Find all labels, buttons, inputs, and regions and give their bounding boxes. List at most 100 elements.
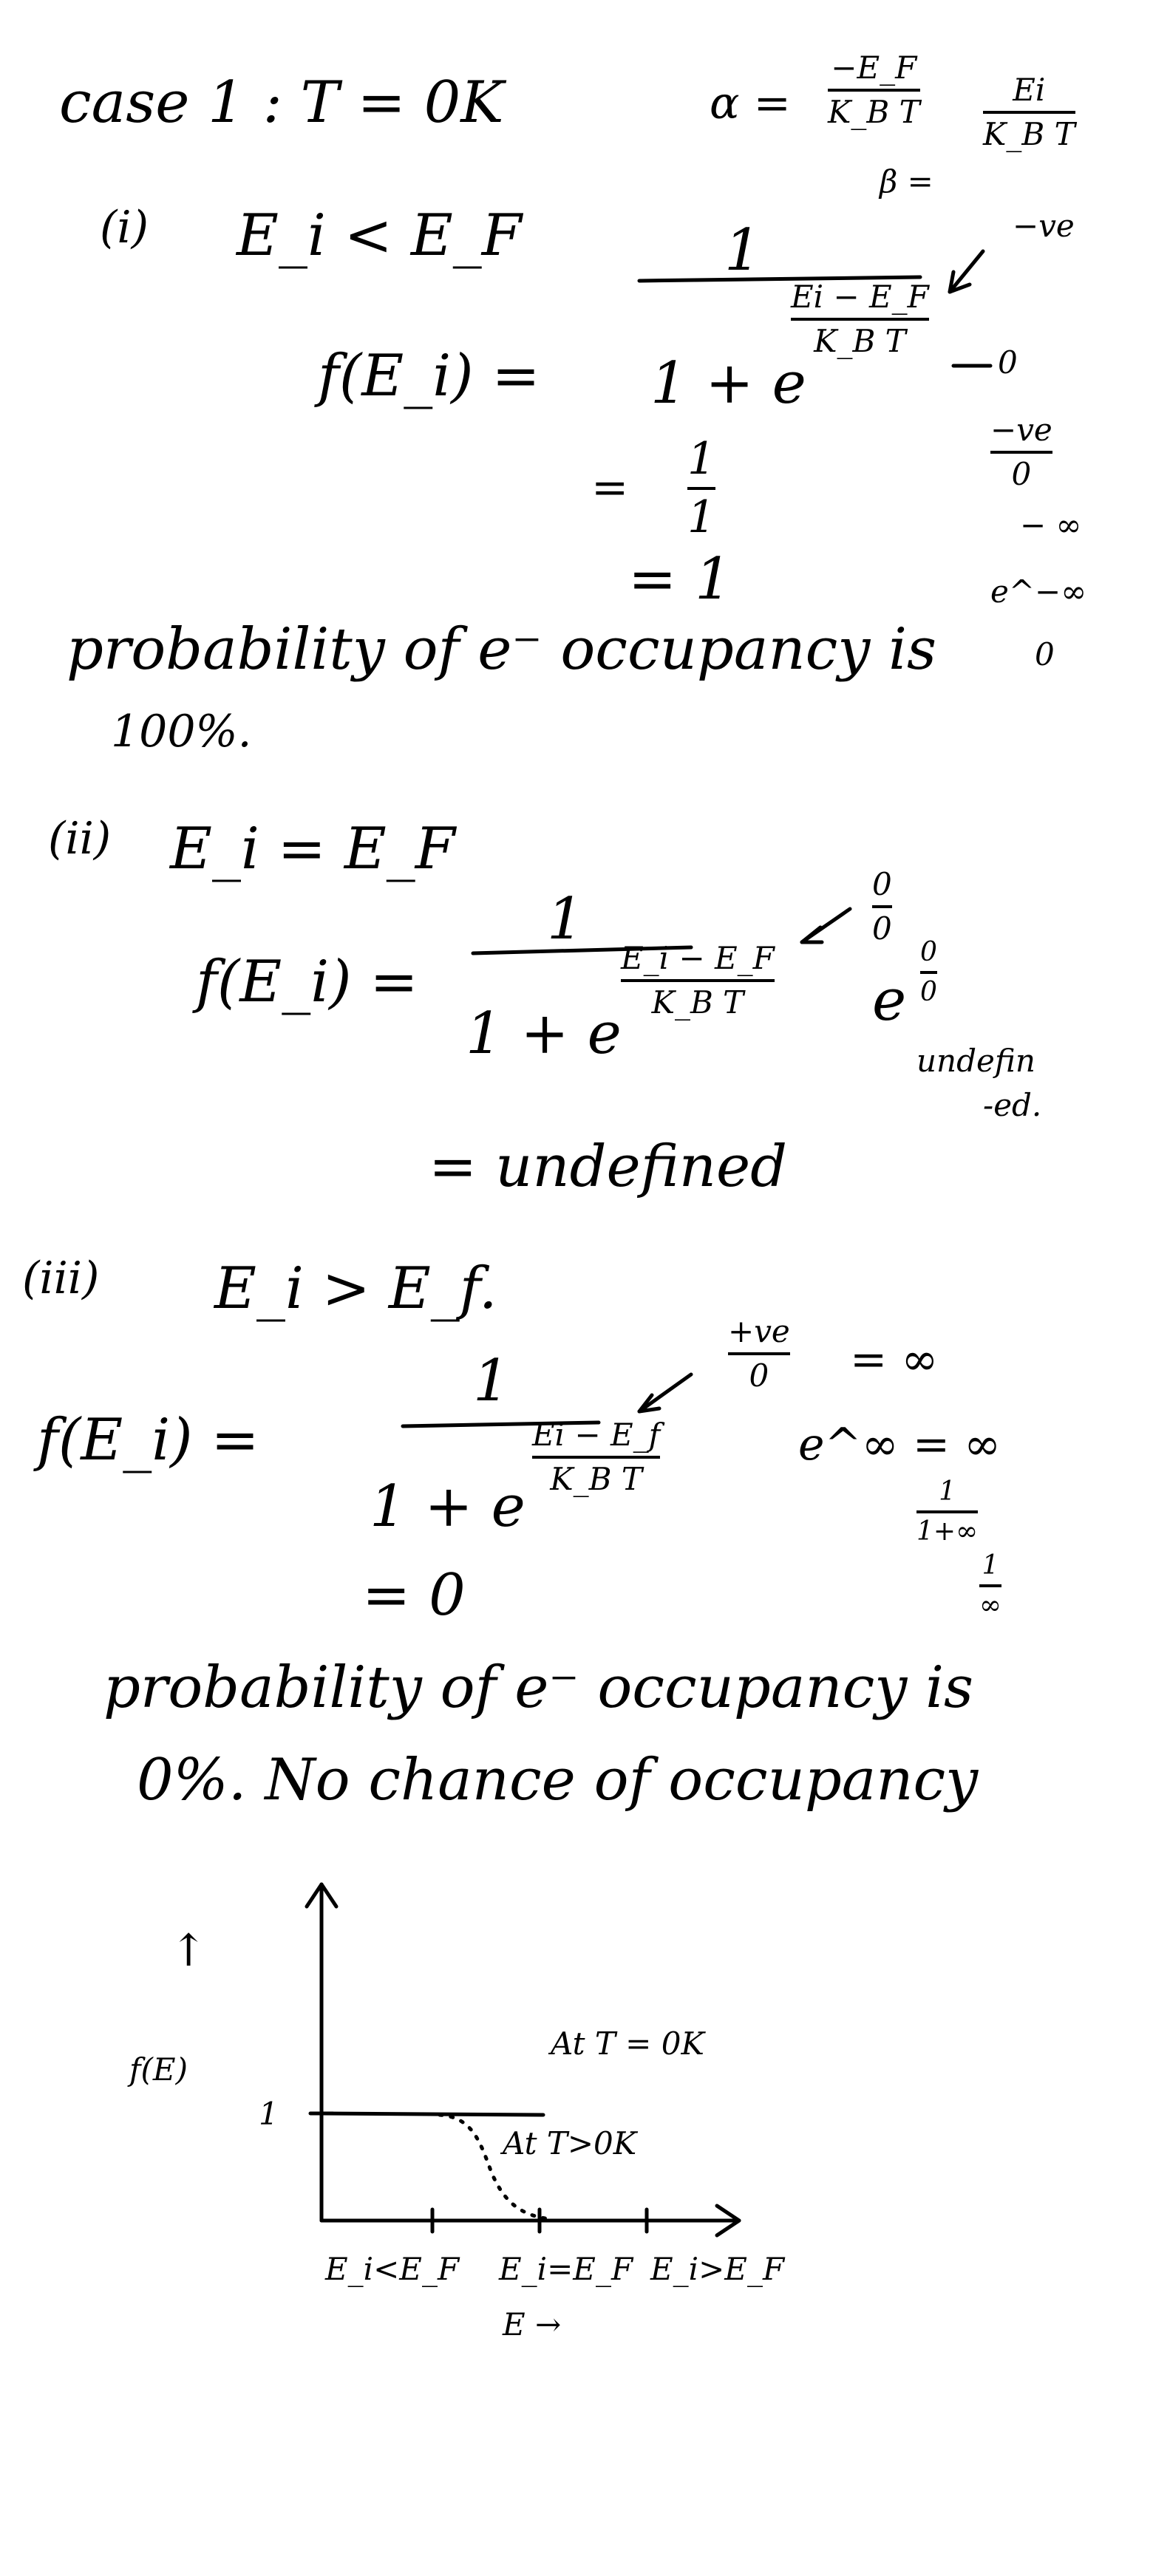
part3-note-num: +ve xyxy=(728,1313,790,1349)
fraction-bar xyxy=(979,1584,1001,1587)
beta-fraction: Ei K_B T xyxy=(983,72,1075,153)
part1-step1-fraction: 1 1 xyxy=(687,433,716,543)
part2-note-undefined-1: undefin xyxy=(916,1043,1035,1079)
part1-step1-num: 1 xyxy=(687,433,716,485)
graph-ylabel: f(E) xyxy=(129,2051,188,2088)
case-title: case 1 : T = 0K xyxy=(59,69,504,136)
part3-conclusion-2: 0%. No chance of occupancy xyxy=(137,1747,979,1813)
part2-note-undefined-2: -ed. xyxy=(983,1087,1042,1123)
part2-note-den: 0 xyxy=(872,910,892,947)
part3-den-base: 1 + e xyxy=(370,1473,526,1540)
part3-lhs: f(E_i) = xyxy=(37,1407,259,1473)
part2-exp-denominator: K_B T xyxy=(651,984,744,1021)
graph-tick3: E_i>E_F xyxy=(650,2251,785,2287)
fraction-bar xyxy=(728,1352,790,1356)
part1-step1-eq: = xyxy=(591,462,629,514)
fraction-bar xyxy=(401,1420,601,1428)
part1-note-top: −ve xyxy=(1013,208,1075,244)
arrow-line xyxy=(637,1372,693,1414)
alpha-fraction: −E_F K_B T xyxy=(828,50,920,131)
part1-conclusion-2: 100%. xyxy=(111,706,252,757)
part2-condition: E_i = E_F xyxy=(170,816,455,882)
fraction-bar xyxy=(621,979,775,983)
part3-exp-denominator: K_B T xyxy=(550,1461,642,1498)
part1-label: (i) xyxy=(100,202,149,253)
beta-label: β = xyxy=(880,163,933,200)
part1-note-arrow-to: 0 xyxy=(998,344,1018,381)
part1-note-den: 0 xyxy=(1011,456,1032,493)
part2-den-base: 1 + e xyxy=(466,1001,622,1067)
fraction-bar xyxy=(983,111,1075,115)
alpha-denominator: K_B T xyxy=(828,94,920,131)
part1-numerator: 1 xyxy=(724,217,761,284)
part3-note-1-num: 1 xyxy=(939,1476,956,1507)
part1-lhs: f(E_i) = xyxy=(318,343,540,409)
part2-lhs: f(E_i) = xyxy=(196,949,418,1015)
part3-note-1-den: 1+∞ xyxy=(916,1516,979,1547)
part3-note-2-den: ∞ xyxy=(979,1589,1001,1621)
fraction-bar xyxy=(828,89,920,92)
part1-exponent: Ei − E_F K_B T xyxy=(791,279,929,360)
part1-note-zero: 0 xyxy=(1035,636,1055,672)
part3-label: (iii) xyxy=(22,1253,100,1304)
part2-note-num: 0 xyxy=(872,866,892,902)
arrow-head xyxy=(948,270,972,294)
part3-note-e-inf: e^∞ = ∞ xyxy=(798,1419,1001,1471)
fraction-bar xyxy=(532,1456,661,1459)
part2-note-e-num: 0 xyxy=(920,937,937,967)
fraction-bar xyxy=(637,275,922,283)
part2-numerator: 1 xyxy=(547,886,584,953)
part1-den-base: 1 + e xyxy=(650,350,806,417)
alpha-numerator: −E_F xyxy=(831,50,917,86)
fraction-bar xyxy=(990,451,1052,454)
graph-label-t0: At T = 0K xyxy=(551,2025,704,2062)
arrow-head xyxy=(800,925,824,944)
part1-step2: = 1 xyxy=(628,546,732,613)
part1-note-fraction: −ve 0 xyxy=(990,412,1052,493)
part3-note-fraction: +ve 0 xyxy=(728,1315,790,1392)
part2-note-e: e xyxy=(872,967,907,1034)
part2-note-fraction: 0 0 xyxy=(872,868,892,945)
part1-note-e-neg-inf: e^−∞ xyxy=(990,573,1087,610)
part3-note-2-num: 1 xyxy=(982,1550,999,1581)
part1-exp-denominator: K_B T xyxy=(814,323,906,360)
part3-numerator: 1 xyxy=(473,1348,510,1414)
graph-label-tgt0: At T>0K xyxy=(503,2125,637,2161)
fraction-bar xyxy=(916,1510,979,1513)
arrow-head xyxy=(637,1393,661,1414)
part3-note-eq-inf: = ∞ xyxy=(850,1334,939,1386)
part1-conclusion-1: probability of e⁻ occupancy is xyxy=(67,616,937,683)
part1-exp-numerator: Ei − E_F xyxy=(791,279,929,315)
graph-y-one: 1 xyxy=(259,2096,279,2132)
beta-numerator: Ei xyxy=(1013,72,1046,108)
arrow-line xyxy=(948,249,985,294)
part1-condition: E_i < E_F xyxy=(237,202,522,269)
t-gt0-curve xyxy=(438,2113,553,2221)
up-arrow-icon: ↑ xyxy=(170,1925,208,1977)
fraction-bar xyxy=(791,318,929,321)
part3-result: = 0 xyxy=(362,1562,466,1629)
part3-note-frac-2: 1 ∞ xyxy=(979,1552,1001,1620)
graph-tick2: E_i=E_F xyxy=(499,2251,633,2287)
y-axis-arrow xyxy=(305,1882,339,1909)
t0-curve xyxy=(319,2111,545,2117)
fraction-bar xyxy=(471,945,693,955)
part3-note-den: 0 xyxy=(749,1357,769,1394)
graph-xlabel: E → xyxy=(503,2306,562,2342)
beta-denominator: K_B T xyxy=(983,116,1075,153)
part2-note-e-den: 0 xyxy=(920,976,937,1007)
alpha-label: α = xyxy=(710,78,791,129)
part2-label: (ii) xyxy=(48,813,112,865)
fraction-bar xyxy=(687,487,716,490)
part1-step1-den: 1 xyxy=(687,491,716,543)
fraction-bar xyxy=(920,970,937,974)
part3-condition: E_i > E_f. xyxy=(214,1255,497,1322)
part3-note-frac-1: 1 1+∞ xyxy=(916,1476,979,1547)
part2-result: = undefined xyxy=(429,1134,788,1200)
part1-note-num: −ve xyxy=(990,412,1052,448)
graph-tick1: E_i<E_F xyxy=(325,2251,460,2287)
part3-conclusion-1: probability of e⁻ occupancy is xyxy=(103,1655,974,1721)
